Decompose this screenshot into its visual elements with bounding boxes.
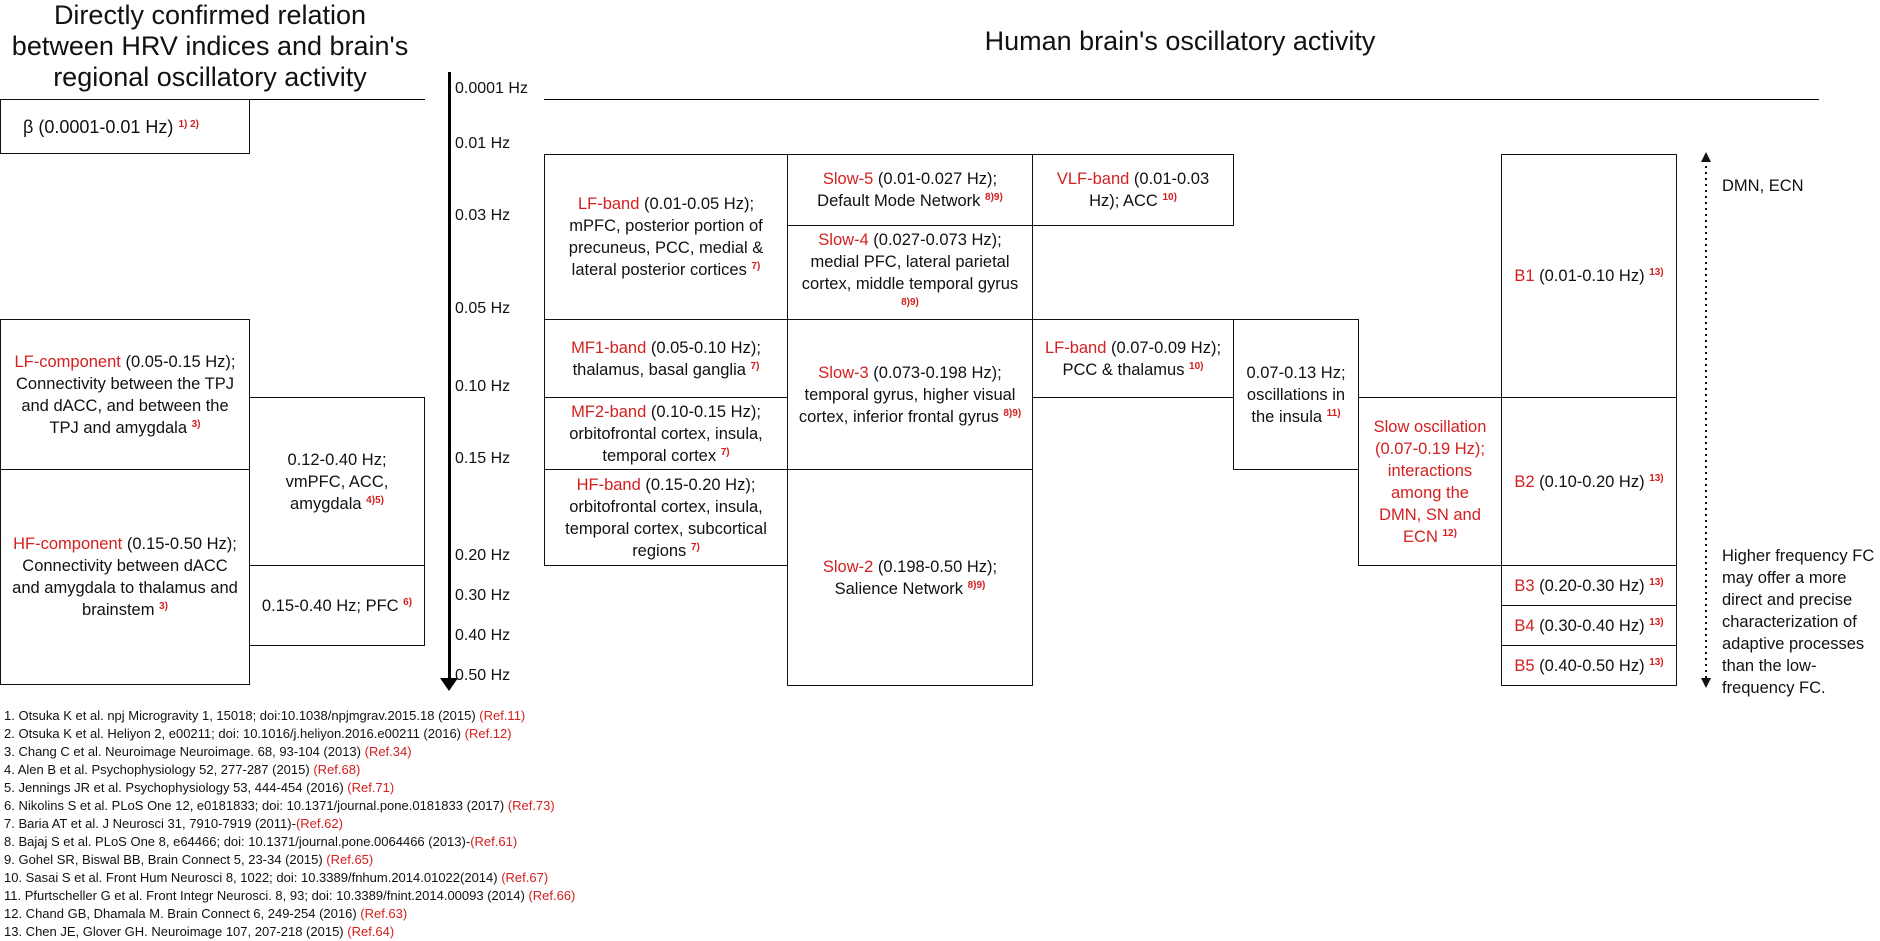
tick-label: 0.03 Hz <box>455 207 511 224</box>
reference-item: 5. Jennings JR et al. Psychophysiology 5… <box>4 780 395 795</box>
reference-item: 9. Gohel SR, Biswal BB, Brain Connect 5,… <box>4 852 374 867</box>
left-title: Directly confirmed relation between HRV … <box>11 0 409 92</box>
reference-item: 12. Chand GB, Dhamala M. Brain Connect 6… <box>4 906 408 921</box>
tick-label: 0.50 Hz <box>455 667 511 684</box>
mf2-band-box: MF2-band (0.10-0.15 Hz); orbitofrontal c… <box>544 397 788 470</box>
reference-item: 8. Bajaj S et al. PLoS One 8, e64466; do… <box>4 834 518 849</box>
higher-frequency-note: Higher frequency FC may offer a more dir… <box>1722 547 1875 697</box>
hf-band-box: HF-band (0.15-0.20 Hz); orbitofrontal co… <box>544 469 788 566</box>
reference-item: 10. Sasai S et al. Front Hum Neurosci 8,… <box>4 870 549 885</box>
b5-box: B5 (0.40-0.50 Hz) 13) <box>1501 645 1677 686</box>
lf-band-pcc-box: LF-band (0.07-0.09 Hz); PCC & thalamus 1… <box>1032 319 1234 398</box>
vmpfc-range-box: 0.12-0.40 Hz; vmPFC, ACC, amygdala 4)5) <box>249 397 425 566</box>
tick-label: 0.01 Hz <box>455 135 511 152</box>
reference-item: 13. Chen JE, Glover GH. Neuroimage 107, … <box>4 924 395 939</box>
reference-item: 3. Chang C et al. Neuroimage Neuroimage.… <box>4 744 412 759</box>
lf-band-box: LF-band (0.01-0.05 Hz); mPFC, posterior … <box>544 154 788 320</box>
tick-label: 0.05 Hz <box>455 300 511 317</box>
dotted-range-arrow-icon <box>1701 152 1711 688</box>
tick-label: 0.15 Hz <box>455 450 511 467</box>
reference-item: 4. Alen B et al. Psychophysiology 52, 27… <box>4 762 361 777</box>
reference-item: 1. Otsuka K et al. npj Microgravity 1, 1… <box>4 708 526 723</box>
b4-box: B4 (0.30-0.40 Hz) 13) <box>1501 605 1677 646</box>
right-top-rule <box>544 99 1819 100</box>
pfc-range-box: 0.15-0.40 Hz; PFC 6) <box>249 565 425 646</box>
tick-label: 0.10 Hz <box>455 378 511 395</box>
tick-label: 0.20 Hz <box>455 547 511 564</box>
frequency-axis-line <box>448 72 451 682</box>
reference-item: 2. Otsuka K et al. Heliyon 2, e00211; do… <box>4 726 512 741</box>
b2-box: B2 (0.10-0.20 Hz) 13) <box>1501 397 1677 566</box>
references-list: 1. Otsuka K et al. npj Microgravity 1, 1… <box>4 707 575 941</box>
tick-label: 0.30 Hz <box>455 587 511 604</box>
beta-box: β (0.0001-0.01 Hz) 1) 2) <box>0 99 250 154</box>
slow-oscillation-box: Slow oscillation (0.07-0.19 Hz); interac… <box>1358 397 1502 566</box>
b1-box: B1 (0.01-0.10 Hz) 13) <box>1501 154 1677 398</box>
insula-box: 0.07-0.13 Hz; oscillations in the insula… <box>1233 319 1359 470</box>
reference-item: 6. Nikolins S et al. PLoS One 12, e01818… <box>4 798 555 813</box>
reference-item: 11. Pfurtscheller G et al. Front Integr … <box>4 888 576 903</box>
slow4-box: Slow-4 (0.027-0.073 Hz); medial PFC, lat… <box>787 225 1033 320</box>
slow5-box: Slow-5 (0.01-0.027 Hz); Default Mode Net… <box>787 154 1033 226</box>
mf1-band-box: MF1-band (0.05-0.10 Hz); thalamus, basal… <box>544 319 788 398</box>
slow2-box: Slow-2 (0.198-0.50 Hz); Salience Network… <box>787 469 1033 686</box>
b3-box: B3 (0.20-0.30 Hz) 13) <box>1501 565 1677 606</box>
vlf-band-box: VLF-band (0.01-0.03 Hz); ACC 10) <box>1032 154 1234 226</box>
tick-label: 0.0001 Hz <box>455 80 528 97</box>
reference-item: 7. Baria AT et al. J Neurosci 31, 7910-7… <box>4 816 343 831</box>
tick-label: 0.40 Hz <box>455 627 511 644</box>
right-title: Human brain's oscillatory activity <box>984 26 1376 56</box>
lf-component-box: LF-component (0.05-0.15 Hz); Connectivit… <box>0 319 250 470</box>
axis-arrow-down-icon <box>440 678 458 691</box>
dmn-ecn-note: DMN, ECN <box>1722 177 1804 195</box>
hf-component-box: HF-component (0.15-0.50 Hz); Connectivit… <box>0 469 250 685</box>
slow3-box: Slow-3 (0.073-0.198 Hz); temporal gyrus,… <box>787 319 1033 470</box>
